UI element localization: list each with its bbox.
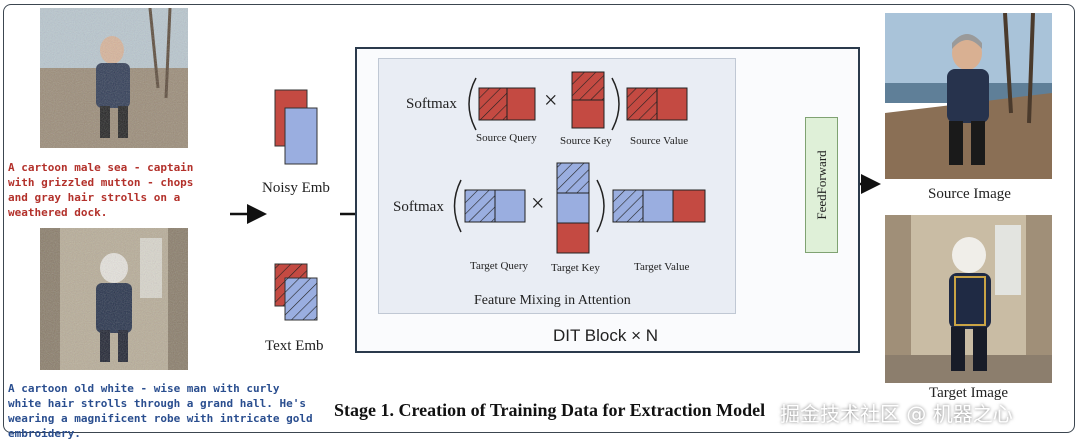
- target-value-block: [612, 189, 706, 223]
- source-image-label: Source Image: [928, 186, 1011, 202]
- dit-block-label: DIT Block × N: [553, 326, 659, 345]
- source-value-block: [626, 87, 688, 121]
- source-noisy-image: [40, 8, 188, 148]
- source-query-block: [478, 87, 536, 121]
- target-query-block: [464, 189, 526, 223]
- target-image-label: Target Image: [929, 385, 1009, 401]
- stage-title: Stage 1. Creation of Training Data for E…: [334, 400, 766, 420]
- diagram-frame: [3, 4, 1075, 433]
- target-noisy-image: [40, 228, 188, 370]
- text-emb-label: Text Emb: [265, 338, 324, 354]
- source-prompt: A cartoon male sea - captain with grizzl…: [8, 161, 194, 219]
- text-emb-blocks: [274, 263, 318, 321]
- noisy-emb-label: Noisy Emb: [262, 180, 330, 196]
- source-output-image: [885, 13, 1052, 179]
- source-key-label: Source Key: [560, 135, 612, 147]
- noisy-emb-blocks: [274, 89, 318, 165]
- source-key-block: [571, 71, 605, 129]
- target-value-label: Target Value: [634, 261, 690, 273]
- target-query-label: Target Query: [470, 260, 528, 272]
- source-value-label: Source Value: [630, 135, 689, 147]
- target-times-symbol: ×: [531, 191, 545, 217]
- target-output-image: [885, 215, 1052, 383]
- target-prompt: A cartoon old white - wise man with curl…: [8, 382, 313, 440]
- target-key-label: Target Key: [551, 262, 600, 274]
- target-key-block: [556, 162, 590, 254]
- source-times-symbol: ×: [544, 88, 558, 114]
- source-query-label: Source Query: [476, 132, 537, 144]
- source-softmax-label: Softmax: [406, 96, 457, 112]
- feedforward-label: FeedForward: [813, 150, 829, 220]
- watermark: 掘金技术社区 @ 机器之心: [780, 402, 1013, 426]
- feedforward-block: FeedForward: [805, 117, 838, 253]
- target-softmax-label: Softmax: [393, 199, 444, 215]
- feature-mixing-title: Feature Mixing in Attention: [474, 293, 631, 308]
